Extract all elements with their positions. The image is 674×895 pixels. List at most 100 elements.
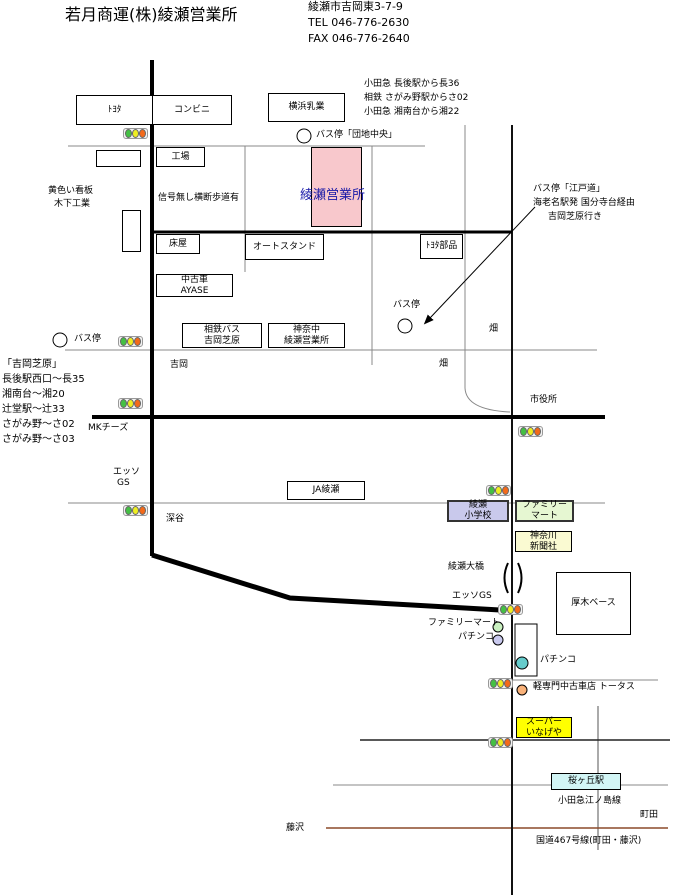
traffic-light-icon: [123, 505, 148, 516]
page-title: 若月商運(株)綾瀬営業所: [65, 5, 238, 24]
building-label: 神奈中: [292, 324, 320, 335]
address: 綾瀬市吉岡東3-7-9: [308, 0, 403, 13]
building-label: スーパー: [526, 716, 562, 727]
traffic-light-icon: [518, 426, 543, 437]
left-bus-info: 長後駅西口～長35: [2, 374, 85, 385]
bus-stop-label: バス停: [393, 300, 421, 310]
traffic-light-icon: [498, 604, 523, 615]
road-thin-curve: [464, 125, 511, 413]
building-newspaper: 神奈川 新聞社: [515, 531, 572, 552]
traffic-light-icon: [118, 336, 143, 347]
traffic-light-icon: [488, 737, 513, 748]
red-lamp: [514, 605, 521, 614]
building-label: 中古車: [180, 274, 208, 285]
building-label: コンビニ: [173, 104, 210, 115]
station-label: 桜ヶ丘駅: [567, 776, 604, 786]
building-kinoshita: [122, 210, 141, 252]
esso-gs-right-label: エッソGS: [452, 591, 492, 601]
bus-stop-danchi-label: バス停「団地中央」: [316, 130, 398, 140]
used-car-shop-label: 軽専門中古車店 トータス: [533, 682, 635, 692]
red-lamp: [139, 129, 146, 138]
building-label: 工場: [171, 151, 190, 162]
field-label: 畑: [489, 324, 499, 334]
green-lamp: [125, 506, 132, 515]
traffic-light-icon: [488, 678, 513, 689]
building-label: 神奈川: [529, 530, 557, 541]
yellow-sign-label: 黄色い看板: [48, 186, 94, 196]
building-used-car-ayase: 中古車 AYASE: [156, 274, 233, 297]
left-bus-info: 辻堂駅～辻33: [2, 404, 65, 415]
pointer-arrow: [423, 206, 536, 325]
red-lamp: [534, 427, 541, 436]
yellow-lamp: [127, 399, 134, 408]
building-sotetsu-bus: 相鉄バス 吉岡芝原: [182, 323, 262, 348]
building-familymart: ファミリー マート: [515, 500, 574, 522]
field-label: 畑: [439, 359, 449, 369]
red-lamp: [134, 337, 141, 346]
tel: TEL 046-776-2630: [308, 16, 410, 29]
green-lamp: [488, 486, 495, 495]
city-hall-label: 市役所: [530, 395, 558, 405]
esso-label: エッソ: [113, 467, 141, 477]
building-toyota-parts: ﾄﾖﾀ部品: [420, 234, 463, 259]
bus-route-line: 海老名駅発 国分寺台経由: [533, 198, 635, 208]
building-yokohama-nyugyo: 横浜乳業: [268, 93, 345, 122]
fax: FAX 046-776-2640: [308, 32, 410, 45]
bus-stop-label: バス停: [74, 334, 102, 344]
used-car-marker-icon: [516, 684, 528, 696]
building-label: 綾瀬営業所: [283, 335, 329, 346]
bus-stop-icon: [52, 332, 68, 348]
yellow-lamp: [132, 129, 139, 138]
green-lamp: [500, 605, 507, 614]
mk-cheese-label: MKチーズ: [88, 423, 129, 433]
bus-route-line: 小田急 長後駅から長36: [364, 79, 460, 89]
block-outline: [514, 623, 538, 677]
red-lamp: [134, 399, 141, 408]
bridge-right-rail: [517, 562, 523, 594]
building-label: ﾄﾖﾀ部品: [425, 241, 458, 251]
green-lamp: [490, 679, 497, 688]
yellow-lamp: [507, 605, 514, 614]
left-bus-info: 湘南台～湘20: [2, 389, 65, 400]
direction-fujisawa: 藤沢: [286, 823, 305, 833]
building-label: オートスタンド: [252, 241, 316, 252]
building-label: 小学校: [464, 511, 492, 521]
red-lamp: [504, 679, 511, 688]
pachinko-label: パチンコ: [458, 632, 495, 642]
yellow-lamp: [132, 506, 139, 515]
traffic-light-icon: [118, 398, 143, 409]
green-lamp: [120, 399, 127, 408]
left-bus-info: 「吉岡芝原」: [2, 359, 62, 370]
building-label: JA綾瀬: [312, 485, 340, 495]
yellow-lamp: [127, 337, 134, 346]
building-label: 横浜乳業: [288, 102, 325, 112]
road-main-diagonal: [151, 552, 501, 613]
building-tokoya: 床屋: [156, 234, 200, 254]
building-label: ファミリー: [521, 500, 567, 510]
bus-stop-icon: [296, 128, 312, 144]
traffic-light-icon: [123, 128, 148, 139]
esso-gs-label: GS: [117, 478, 130, 488]
building-supermarket: スーパー いなげや: [516, 717, 572, 738]
red-lamp: [139, 506, 146, 515]
building-kojo: 工場: [156, 147, 205, 167]
bus-stop-icon: [397, 318, 413, 334]
bus-stop-edodo-label: バス停「江戸道」: [533, 184, 606, 194]
building-label: いなげや: [525, 727, 562, 738]
building-label: マート: [530, 511, 558, 521]
pachinko-marker-icon: [492, 634, 504, 646]
left-bus-info: さがみ野～さ03: [2, 434, 75, 445]
bus-route-line: 相鉄 さがみ野駅からさ02: [364, 93, 469, 103]
area-label-fukaya: 深谷: [166, 514, 185, 524]
building-auto-stand: オートスタンド: [245, 234, 324, 260]
building-label: 厚木ベース: [571, 598, 616, 608]
building-label: 吉岡芝原: [203, 335, 240, 346]
bridge-left-rail: [503, 562, 509, 594]
building-label: 綾瀬: [468, 500, 487, 510]
building-label: 床屋: [168, 238, 187, 249]
railway-label: 小田急江ノ島線: [558, 796, 622, 806]
bus-route-line: 小田急 湘南台から湘22: [364, 107, 460, 117]
route-467-label: 国道467号線(町田・藤沢): [536, 836, 642, 846]
pachinko-label: パチンコ: [540, 655, 577, 665]
